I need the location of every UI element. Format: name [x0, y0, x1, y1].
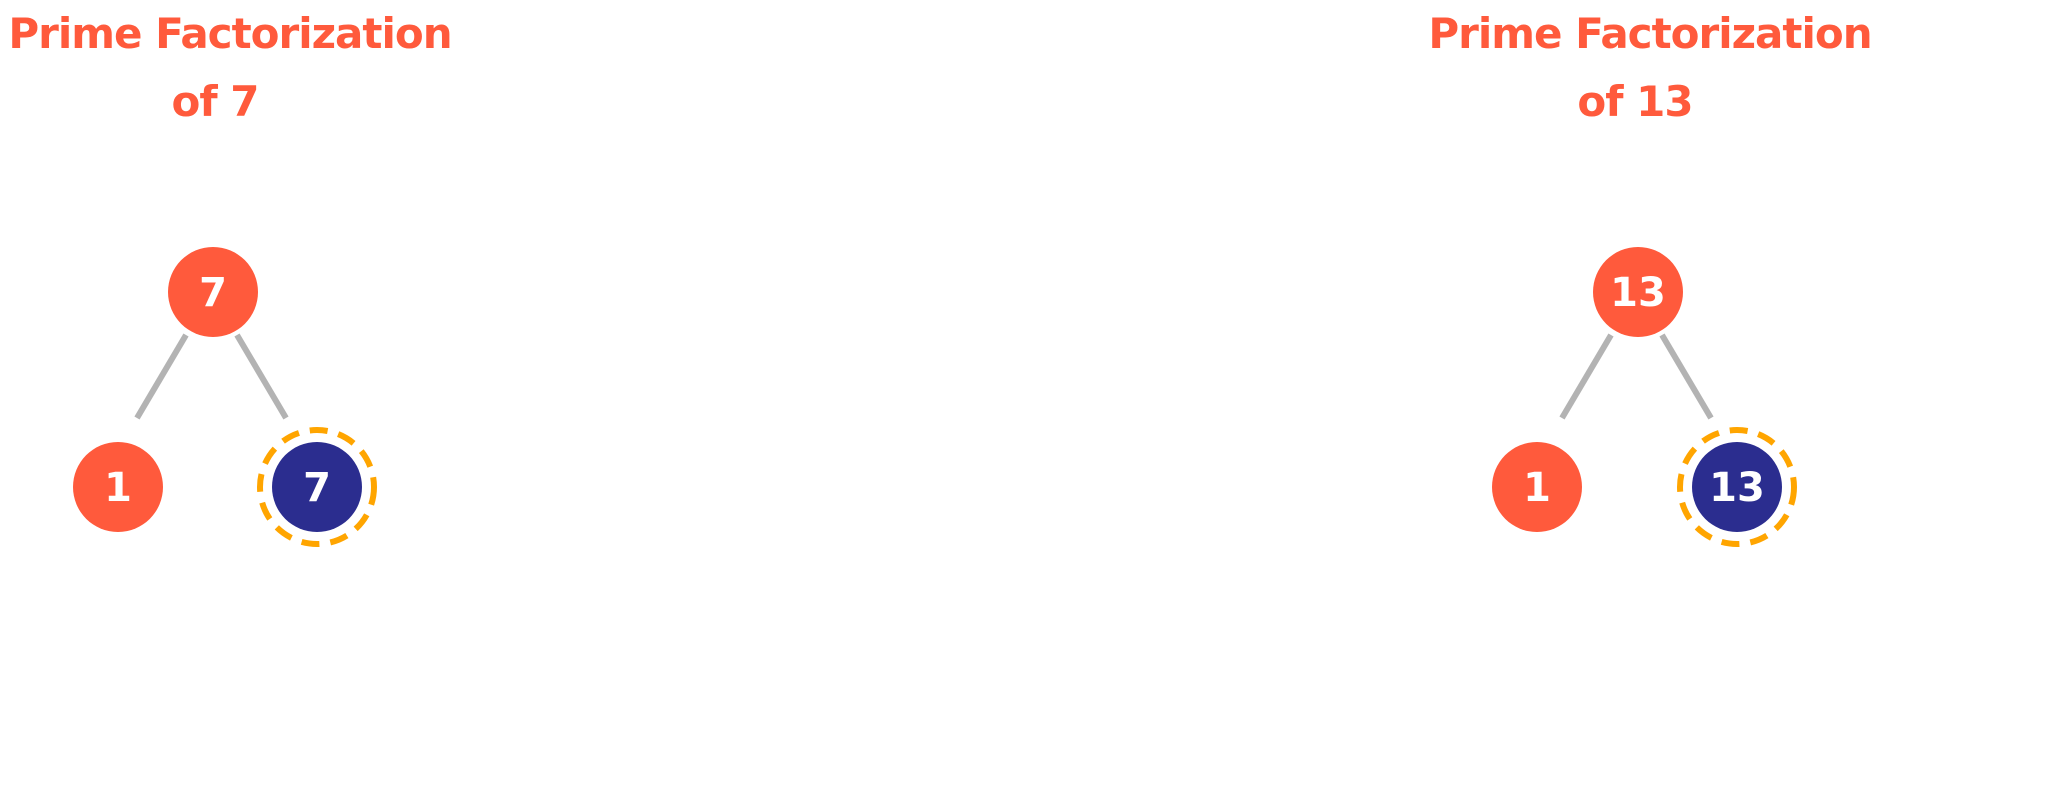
prime-label: 7: [303, 465, 331, 511]
root-node: [168, 247, 258, 337]
prime-node: [272, 442, 362, 532]
prime-node: [1692, 442, 1782, 532]
title-line-2: of 13: [1577, 77, 1693, 126]
tree-title-13: Prime Factorization of 13: [1420, 0, 1880, 136]
left-label: 1: [104, 465, 132, 511]
title-line-2: of 7: [171, 77, 260, 126]
left-node: [73, 442, 163, 532]
root-node: [1593, 247, 1683, 337]
tree-13: 13 1 13: [1492, 247, 1797, 547]
prime-label: 13: [1709, 465, 1765, 511]
root-label: 7: [199, 270, 227, 316]
prime-highlight-ring: [257, 427, 377, 547]
left-node: [1492, 442, 1582, 532]
title-line-1: Prime Factorization: [8, 9, 452, 58]
prime-highlight-ring: [1677, 427, 1797, 547]
edge-right: [234, 333, 289, 420]
edge-left: [1559, 333, 1614, 420]
edge-right: [1659, 333, 1714, 420]
title-line-1: Prime Factorization: [1428, 9, 1872, 58]
tree-title-7: Prime Factorization of 7: [0, 0, 460, 136]
root-label: 13: [1610, 270, 1666, 316]
tree-7: 7 1 7: [73, 247, 377, 547]
edge-left: [134, 333, 189, 420]
left-label: 1: [1523, 465, 1551, 511]
